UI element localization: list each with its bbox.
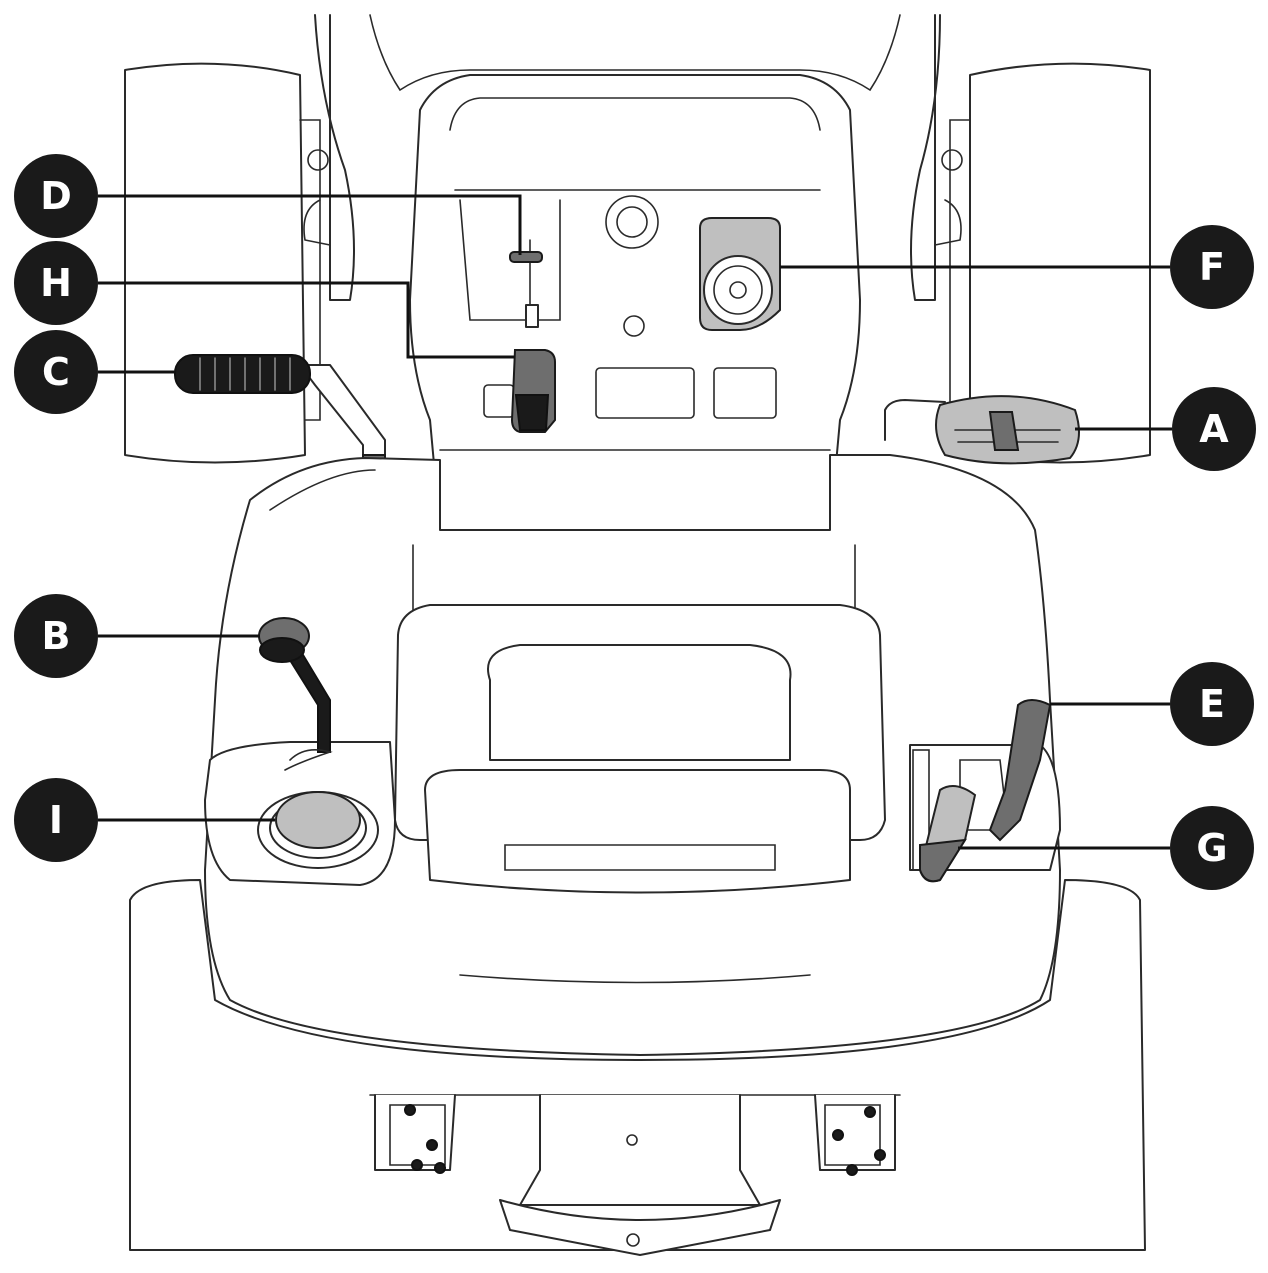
callout-c-label: C (42, 350, 70, 394)
callout-b-label: B (42, 614, 71, 658)
callout-b: B (14, 594, 98, 678)
leader-line-d (98, 194, 522, 255)
callout-d-circle (14, 154, 98, 238)
leader-line-h (98, 281, 515, 359)
throttle-lever (509, 239, 543, 328)
callout-c-circle (14, 330, 98, 414)
callout-e: E (1170, 662, 1254, 746)
left-rear-tire (124, 62, 321, 464)
cruise-control-knob (258, 617, 333, 771)
callout-d: D (14, 154, 98, 238)
speed-lever (988, 699, 1052, 842)
blade-engage-lever (918, 785, 977, 883)
callout-h: H (14, 241, 98, 325)
callout-h-circle (14, 241, 98, 325)
seat (394, 604, 886, 894)
callout-a-circle (1172, 387, 1256, 471)
callout-a-label: A (1199, 407, 1229, 451)
callout-f-label: F (1199, 245, 1225, 289)
ignition-switch (699, 217, 781, 331)
control-console (409, 74, 861, 531)
callout-d-label: D (40, 174, 72, 218)
callout-h-label: H (40, 261, 72, 305)
callout-i-label: I (49, 798, 63, 842)
fuel-cap (257, 791, 379, 869)
pto-switch (510, 349, 556, 433)
callout-f-circle (1170, 225, 1254, 309)
callout-e-circle (1170, 662, 1254, 746)
callout-i-circle (14, 778, 98, 862)
callout-e-label: E (1199, 682, 1225, 726)
callout-g: G (1170, 806, 1254, 890)
front-axle (374, 1094, 896, 1256)
callout-b-circle (14, 594, 98, 678)
rear-fender (303, 14, 963, 301)
callout-g-circle (1170, 806, 1254, 890)
leader-lines (98, 194, 1172, 850)
callout-i: I (14, 778, 98, 862)
callout-a: A (1172, 387, 1256, 471)
brake-pedal (884, 395, 1080, 465)
callout-f: F (1170, 225, 1254, 309)
callout-c: C (14, 330, 98, 414)
callout-g-label: G (1196, 826, 1227, 870)
